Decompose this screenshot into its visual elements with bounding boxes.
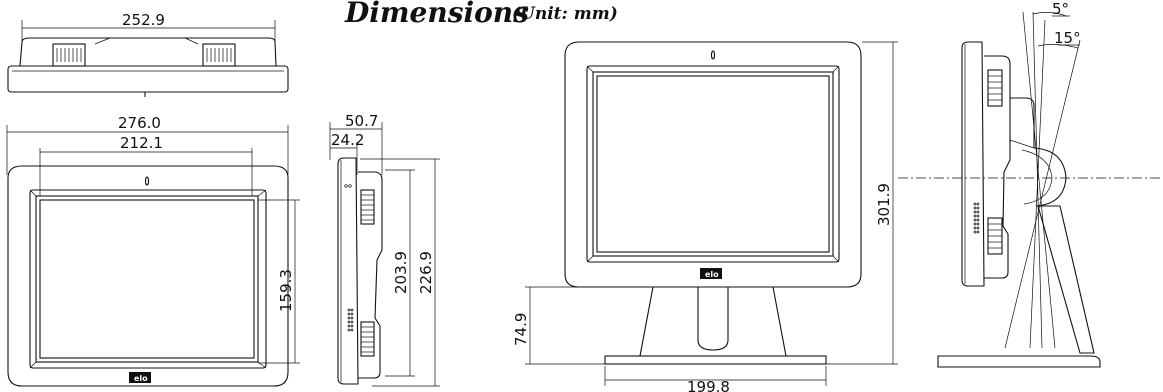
top-vent-right <box>202 43 236 67</box>
tilt-view: 5° 15° <box>898 0 1163 368</box>
front-view: 276.0 212.1 159.3 elo <box>6 114 300 387</box>
tilt-port-dots <box>973 202 980 234</box>
stand-total-height-label: 301.9 <box>875 183 893 226</box>
front-led <box>144 176 150 186</box>
stand-front-view: 301.9 74.9 199.8 elo <box>512 41 898 392</box>
top-bezel <box>7 65 289 93</box>
top-view: 252.9 <box>7 11 289 97</box>
side-bezel <box>337 157 359 385</box>
tilt-stand-base <box>937 355 1101 368</box>
tilt-stand-arm <box>1037 205 1095 354</box>
stand-front-housing <box>564 41 862 288</box>
tilt-housing-back <box>984 55 1011 279</box>
stand-base <box>604 355 827 365</box>
tilt-angle-forward-label: 15° <box>1054 29 1081 47</box>
side-depth-total-label: 50.7 <box>345 112 378 130</box>
front-screen-height-label: 159.3 <box>277 269 295 312</box>
front-housing <box>7 165 289 387</box>
title-unit: (Unit: mm) <box>512 4 618 24</box>
tilt-vent-lower <box>987 217 1003 255</box>
stand-neck <box>639 286 787 357</box>
side-screen-height-label: 203.9 <box>392 251 410 294</box>
stand-cable-slot <box>697 287 729 351</box>
tilt-vent-upper <box>987 69 1003 107</box>
stand-front-logo-badge: elo <box>700 268 722 279</box>
stand-front-screen <box>592 71 834 257</box>
side-view: 50.7 24.2 203.9 226.9 <box>329 112 440 387</box>
front-bezel-inner <box>29 189 267 369</box>
stand-front-led <box>710 50 716 60</box>
tilt-bezel <box>961 41 985 287</box>
tilt-hinge-bracket <box>1010 97 1035 148</box>
front-screen-width-label: 212.1 <box>120 134 163 152</box>
side-vent-upper <box>360 189 375 225</box>
side-housing-back <box>358 171 383 379</box>
tilt-angle-back-label: 5° <box>1052 0 1069 18</box>
side-port-dots <box>347 308 354 332</box>
top-width-label: 252.9 <box>122 11 165 29</box>
stand-front-bezel-inner <box>586 65 840 263</box>
stand-height-label: 74.9 <box>512 313 530 346</box>
svg-text:elo: elo <box>705 270 719 279</box>
stand-base-width-label: 199.8 <box>687 378 730 392</box>
top-housing-back <box>19 37 277 67</box>
side-vent-lower <box>360 321 375 357</box>
tilt-hinge <box>1033 147 1067 207</box>
front-logo-badge: elo <box>129 372 151 383</box>
side-depth-body-label: 24.2 <box>331 131 364 149</box>
title-main: Dimensions <box>344 0 529 29</box>
front-outer-width-label: 276.0 <box>118 114 161 132</box>
front-screen <box>35 195 259 363</box>
drawing-title: Dimensions (Unit: mm) <box>344 0 618 29</box>
top-vent-left <box>52 43 86 67</box>
svg-text:elo: elo <box>134 374 148 383</box>
side-total-height-label: 226.9 <box>417 251 435 294</box>
